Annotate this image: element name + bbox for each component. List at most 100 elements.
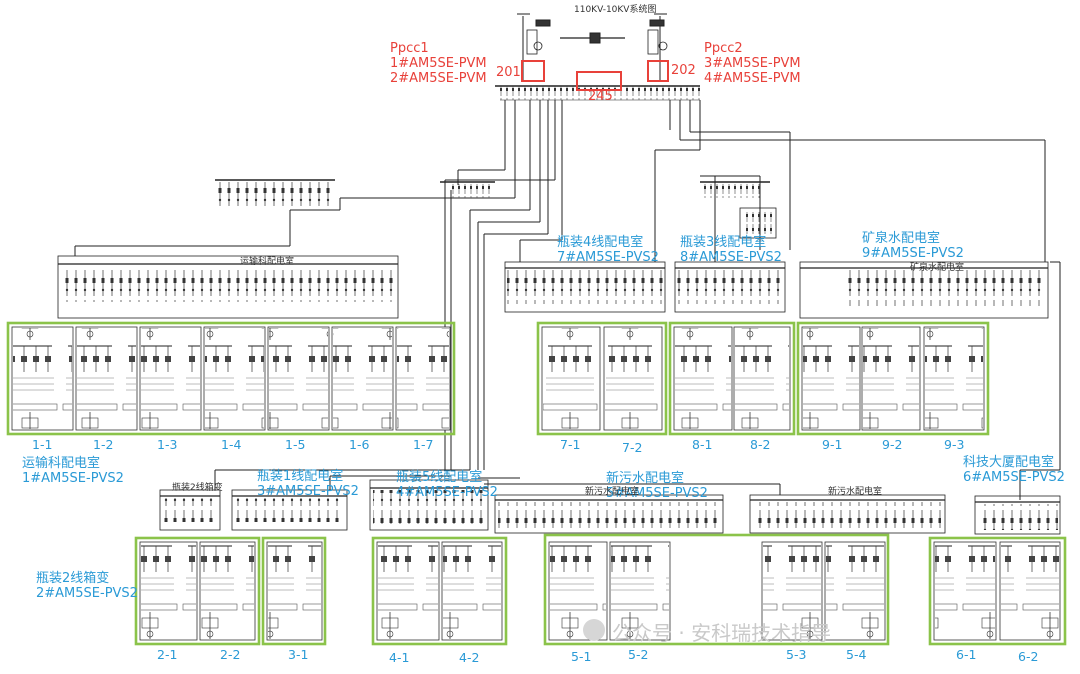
cabinet-panel-4-1 (376, 541, 440, 641)
panel-label-1-7: 1-7 (413, 437, 434, 452)
room-4-label: 瓶装5线配电室 4#AM5SE-PVS2 (396, 470, 498, 500)
panel-label-8-1: 8-1 (692, 437, 713, 452)
diagram-title: 110KV-10KV系统图 (574, 5, 657, 15)
group-7 (536, 321, 668, 436)
room-6-label: 科技大厦配电室 6#AM5SE-PVS2 (963, 455, 1065, 485)
panel-label-1-6: 1-6 (349, 437, 370, 452)
cabinet-panel-6-2 (999, 541, 1061, 641)
room-2-name: 瓶装2线箱变 (36, 571, 110, 586)
intermediate-buses (215, 179, 777, 239)
cabinet-panel-1-1 (11, 326, 74, 431)
room-7-meter: 7#AM5SE-PVS2 (557, 250, 659, 265)
room-6-meter: 6#AM5SE-PVS2 (963, 470, 1065, 485)
group-3 (261, 536, 327, 646)
ppcc2-meter-2: 4#AM5SE-PVM (704, 71, 801, 86)
cabinet-panels (11, 326, 1061, 641)
panel-label-7-2: 7-2 (622, 440, 643, 455)
cabinet-panel-5-3 (761, 541, 823, 641)
room-9-name: 矿泉水配电室 (862, 231, 941, 246)
cabinet-panel-6-1 (933, 541, 997, 641)
panel-label-1-5: 1-5 (285, 437, 306, 452)
ppcc1-meter-1: 1#AM5SE-PVM (390, 56, 487, 71)
cabinet-panel-7-1 (541, 326, 601, 431)
panel-label-2-1: 2-1 (157, 647, 178, 662)
panel-label-5-3: 5-3 (786, 647, 807, 662)
panel-label-4-2: 4-2 (459, 650, 480, 665)
panel-label-9-3: 9-3 (944, 437, 965, 452)
room-5-name: 新污水配电室 (606, 471, 685, 486)
switch-202: 202 (671, 63, 696, 78)
bus-title-yunshu: 运输科配电室 (240, 257, 295, 267)
cabinet-panel-1-5 (267, 326, 330, 431)
panel-label-7-1: 7-1 (560, 437, 581, 452)
cabinet-panel-2-1 (139, 541, 198, 641)
watermark-text: 公众号 · 安科瑞技术指导 (612, 621, 832, 645)
bus-title-xinwushui-a: 新污水配电室 (585, 487, 640, 497)
bus-title-xinwushui-b: 新污水配电室 (828, 487, 883, 497)
panel-label-5-1: 5-1 (571, 649, 592, 664)
ppcc1-label: Ppcc1 1#AM5SE-PVM 2#AM5SE-PVM (390, 41, 487, 86)
panel-label-1-3: 1-3 (157, 437, 178, 452)
room-1-name: 运输科配电室 (22, 456, 101, 471)
cabinet-panel-7-2 (603, 326, 663, 431)
bus-title-kuangquan: 矿泉水配电室 (910, 263, 965, 273)
room-5-meter: 5#AM5SE-PVS2 (606, 486, 708, 501)
group-6 (928, 536, 1067, 646)
cabinet-panel-4-2 (441, 541, 503, 641)
pcc1-box (521, 60, 545, 82)
group-5 (543, 533, 890, 646)
room-1-label: 运输科配电室 1#AM5SE-PVS2 (22, 456, 124, 486)
group-1 (6, 321, 456, 436)
cabinet-panel-1-3 (139, 326, 202, 431)
panel-label-2-2: 2-2 (220, 647, 241, 662)
group-8 (668, 321, 796, 436)
room-4-name: 瓶装5线配电室 (396, 470, 483, 485)
cabinet-groups (6, 321, 1067, 646)
cabinet-panel-9-2 (861, 326, 921, 431)
ppcc1-name: Ppcc1 (390, 41, 429, 56)
pcc-highlight-boxes (521, 60, 669, 91)
ppcc2-name: Ppcc2 (704, 41, 743, 56)
room-1-meter: 1#AM5SE-PVS2 (22, 471, 124, 486)
panel-label-8-2: 8-2 (750, 437, 771, 452)
ppcc2-label: Ppcc2 3#AM5SE-PVM 4#AM5SE-PVM (704, 41, 801, 86)
panel-label-3-1: 3-1 (288, 647, 309, 662)
cabinet-panel-8-2 (733, 326, 791, 431)
room-2-meter: 2#AM5SE-PVS2 (36, 586, 138, 601)
room-4-meter: 4#AM5SE-PVS2 (396, 485, 498, 500)
panel-label-6-1: 6-1 (956, 647, 977, 662)
room-7-label: 瓶装4线配电室 7#AM5SE-PVS2 (557, 235, 659, 265)
panel-label-9-2: 9-2 (882, 437, 903, 452)
panel-label-1-4: 1-4 (221, 437, 242, 452)
cabinet-panel-1-2 (75, 326, 138, 431)
switch-245: 245 (588, 89, 613, 104)
room-8-meter: 8#AM5SE-PVS2 (680, 250, 782, 265)
room-3-label: 瓶装1线配电室 3#AM5SE-PVS2 (257, 469, 359, 499)
group-9 (796, 321, 990, 436)
panel-label-9-1: 9-1 (822, 437, 843, 452)
panel-label-6-2: 6-2 (1018, 649, 1039, 664)
wechat-logo-icon (583, 619, 605, 641)
cabinet-panel-5-4 (824, 541, 886, 641)
room-9-label: 矿泉水配电室 9#AM5SE-PVS2 (862, 231, 964, 261)
cabinet-panel-3-1 (266, 541, 323, 641)
panel-label-5-2: 5-2 (628, 647, 649, 662)
room-7-name: 瓶装4线配电室 (557, 235, 644, 250)
room-5-label: 新污水配电室 5#AM5SE-PVS2 (606, 471, 708, 501)
switch-201: 201 (496, 65, 521, 80)
group-2 (134, 536, 261, 646)
cabinet-panel-9-1 (801, 326, 861, 431)
pcc2-box (647, 60, 669, 82)
room-6-name: 科技大厦配电室 (963, 455, 1055, 470)
panel-label-1-2: 1-2 (93, 437, 114, 452)
group-4 (371, 536, 508, 646)
ppcc1-meter-2: 2#AM5SE-PVM (390, 71, 487, 86)
room-3-name: 瓶装1线配电室 (257, 469, 344, 484)
ppcc2-meter-1: 3#AM5SE-PVM (704, 56, 801, 71)
room-2-label: 瓶装2线箱变 2#AM5SE-PVS2 (36, 571, 138, 601)
room-3-meter: 3#AM5SE-PVS2 (257, 484, 359, 499)
panel-label-5-4: 5-4 (846, 647, 867, 662)
room-8-name: 瓶装3线配电室 (680, 235, 767, 250)
panel-label-1-1: 1-1 (32, 437, 53, 452)
